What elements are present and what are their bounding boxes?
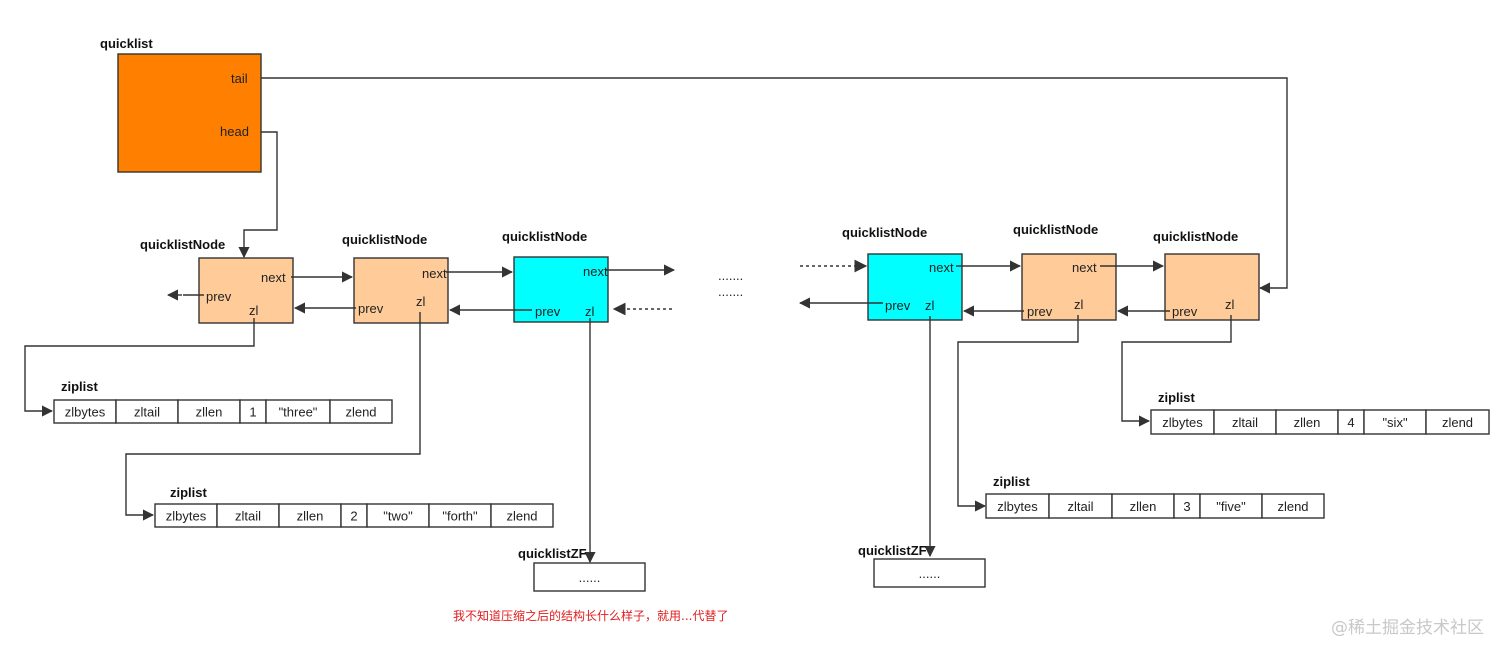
node3-prev-label: prev [535, 304, 561, 319]
node2-title: quicklistNode [342, 232, 427, 247]
ziplist-3-cell-box [1111, 493, 1175, 519]
ziplist-4-cell-box [1275, 409, 1339, 435]
ziplist-3-cell: zlend [1277, 499, 1308, 514]
node1-zl-arrow [24, 318, 255, 417]
gap-dots-top: ....... [718, 268, 743, 283]
ziplist-3-cell: zllen [1130, 499, 1157, 514]
node3-box [513, 256, 609, 323]
ziplist-1: ziplist zlbytes zltail zllen 1 "three" zlend [53, 379, 393, 424]
node5-box [1021, 253, 1117, 321]
ziplist-1-cell: zltail [134, 405, 160, 420]
ziplist-3-cell: zltail [1067, 499, 1093, 514]
quicklist-head-label: head [220, 124, 249, 139]
watermark: @稀土掘金技术社区 [1331, 618, 1484, 638]
ziplist-4-cell-box [1150, 409, 1215, 435]
ziplist-4-cell: zltail [1232, 415, 1258, 430]
node1-title: quicklistNode [140, 237, 225, 252]
gap-dots-bottom: ....... [718, 284, 743, 299]
tail-pointer-arrow [261, 77, 1288, 294]
ziplist-2-cell: "forth" [442, 509, 478, 524]
ziplist-4-cell-box [1363, 409, 1427, 435]
ziplist-4-cell: zlbytes [1162, 415, 1203, 430]
node6-zl-arrow [1121, 315, 1232, 427]
ziplist-3-cell-box [1173, 493, 1201, 519]
node2-zl-label: zl [416, 294, 426, 309]
compression-note: 我不知道压缩之后的结构长什么样子，就用...代替了 [453, 608, 728, 623]
ziplist-2-cell: 2 [350, 509, 357, 524]
node2-box [353, 257, 449, 324]
node5-prev-label: prev [1027, 304, 1053, 319]
ziplist-1-cell: 1 [249, 405, 256, 420]
ziplist-3: ziplist zlbytes zltail zllen 3 "five" zlend [985, 474, 1325, 519]
ziplist-2-cell-box [490, 503, 554, 528]
quicklist-title: quicklist [100, 36, 153, 51]
ziplist-2-cell: "two" [383, 509, 413, 524]
ziplist-1-cell-box [329, 399, 393, 424]
head-pointer-arrow [238, 131, 278, 259]
ziplist-1-cell: "three" [279, 405, 318, 420]
node5-title: quicklistNode [1013, 222, 1098, 237]
node2-prev-label: prev [358, 301, 384, 316]
ziplist-3-cell-box [1048, 493, 1113, 519]
ziplist-1-cell: zlend [345, 405, 376, 420]
node5-zl-arrow [957, 315, 1079, 512]
node6-zl-label: zl [1225, 297, 1235, 312]
node5-zl-label: zl [1074, 297, 1084, 312]
ziplist-4-cell-box [1337, 409, 1365, 435]
ziplist-2-cell: zllen [297, 509, 324, 524]
ziplist-1-cell: zllen [196, 405, 223, 420]
ziplist-4-title: ziplist [1158, 390, 1196, 405]
node4-zl-label: zl [925, 298, 935, 313]
ziplist-4-cell: zllen [1294, 415, 1321, 430]
node1-next-label: next [261, 270, 286, 285]
ziplist-3-cell-box [1261, 493, 1325, 519]
node6-box [1164, 253, 1260, 321]
node4-next-label: next [929, 260, 954, 275]
ziplist-2: ziplist zlbytes zltail zllen 2 "two" "forth" z… [154, 485, 554, 528]
quicklist-box [117, 53, 262, 173]
node4-title: quicklistNode [842, 225, 927, 240]
node1-prev-label: prev [206, 289, 232, 304]
compressed-1-box [533, 562, 646, 592]
ziplist-3-cell: 3 [1183, 499, 1190, 514]
node4-prev-label: prev [885, 298, 911, 313]
compressed-2-title: quicklistZF [858, 543, 927, 558]
ziplist-1-title: ziplist [61, 379, 99, 394]
compressed-1-title: quicklistZF [518, 546, 587, 561]
node3-title: quicklistNode [502, 229, 587, 244]
node1-box [198, 257, 294, 324]
quicklist-tail-label: tail [231, 71, 248, 86]
node5-next-label: next [1072, 260, 1097, 275]
node2-zl-arrow [125, 312, 421, 521]
ziplist-2-cell: zlend [506, 509, 537, 524]
ziplist-4-cell: 4 [1347, 415, 1354, 430]
compressed-2-content: ...... [919, 566, 941, 581]
node6-prev-label: prev [1172, 304, 1198, 319]
ziplist-4-cell: zlend [1442, 415, 1473, 430]
ziplist-4: ziplist zlbytes zltail zllen 4 "six" zlend [1150, 390, 1490, 435]
ziplist-4-cell-box [1425, 409, 1490, 435]
node3-zl-label: zl [585, 304, 595, 319]
node3-next-label: next [583, 264, 608, 279]
ziplist-2-title: ziplist [170, 485, 208, 500]
ziplist-4-cell: "six" [1382, 415, 1408, 430]
ziplist-3-title: ziplist [993, 474, 1031, 489]
node1-zl-label: zl [249, 303, 259, 318]
compressed-2-box [873, 558, 986, 588]
node6-title: quicklistNode [1153, 229, 1238, 244]
node2-next-label: next [422, 266, 447, 281]
ziplist-3-cell: zlbytes [997, 499, 1038, 514]
compressed-1-content: ...... [579, 570, 601, 585]
ziplist-1-cell: zlbytes [65, 405, 106, 420]
ziplist-2-cell: zltail [235, 509, 261, 524]
node4-box [867, 253, 963, 321]
ziplist-2-cell: zlbytes [166, 509, 207, 524]
ziplist-3-cell: "five" [1216, 499, 1246, 514]
